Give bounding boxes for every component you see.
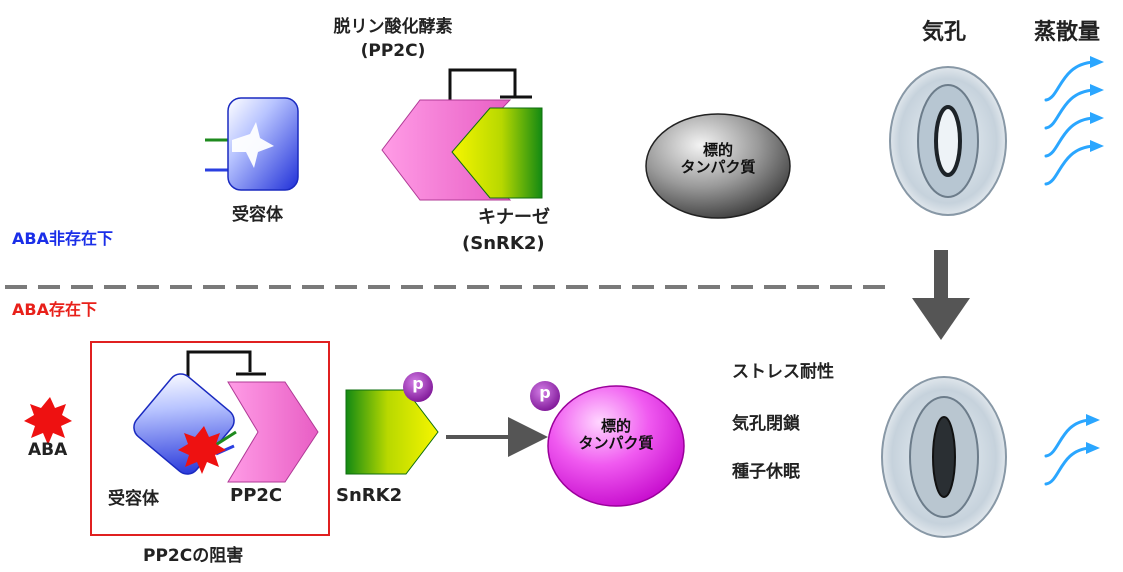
inhibition-line-top [448,68,532,105]
response-seed-dormancy: 種子休眠 [732,462,800,482]
phosphate-badge-target [530,381,560,411]
snrk2-bottom [345,389,439,475]
aba-star [24,397,72,445]
aba-present-label: ABA存在下 [12,300,97,319]
phosphatase-label: 脱リン酸化酵素 [333,17,453,37]
stomata-closed-image [878,375,1010,545]
receptor-bottom-label: 受容体 [108,489,159,509]
snrk2-bottom-label: SnRK2 [336,485,403,506]
inhibition-line-bottom [186,350,266,378]
response-stomatal-closure: 気孔閉鎖 [732,414,800,434]
pp2c-bottom [227,381,319,483]
receptor-bottom [133,373,237,475]
pp2c-inhibition-box [90,341,330,536]
target-top-label: 標的 タンパク質 [680,141,756,177]
target-protein-top [645,113,791,219]
transpiration-heading: 蒸散量 [1034,20,1101,45]
target-protein-bottom [547,385,685,507]
phosphatase-abbr-label: (PP2C) [360,41,426,61]
response-stress-tolerance: ストレス耐性 [732,362,834,382]
target-bottom-label: 標的 タンパク質 [578,417,654,453]
kinase-abbr-label: (SnRK2) [462,233,545,254]
snrk2-top [451,107,543,199]
p-badge-target-label: p [539,383,551,402]
aba-label: ABA [28,440,68,460]
stomata-heading: 気孔 [922,20,967,45]
aba-absent-label: ABA非存在下 [12,229,113,248]
pp2c-bottom-label: PP2C [230,485,283,506]
receptor-top [205,97,299,191]
p-badge-snrk2-label: p [412,374,424,393]
transpiration-arrows-bottom [1044,414,1100,486]
pp2c-inhibition-label: PP2Cの阻害 [143,546,244,566]
stomata-open-image [886,62,1010,220]
down-arrow [912,250,970,340]
receptor-top-label: 受容体 [232,205,283,225]
transpiration-arrows-top [1044,56,1104,186]
kinase-label: キナーゼ [478,207,550,228]
phosphate-badge-snrk2 [403,372,433,402]
